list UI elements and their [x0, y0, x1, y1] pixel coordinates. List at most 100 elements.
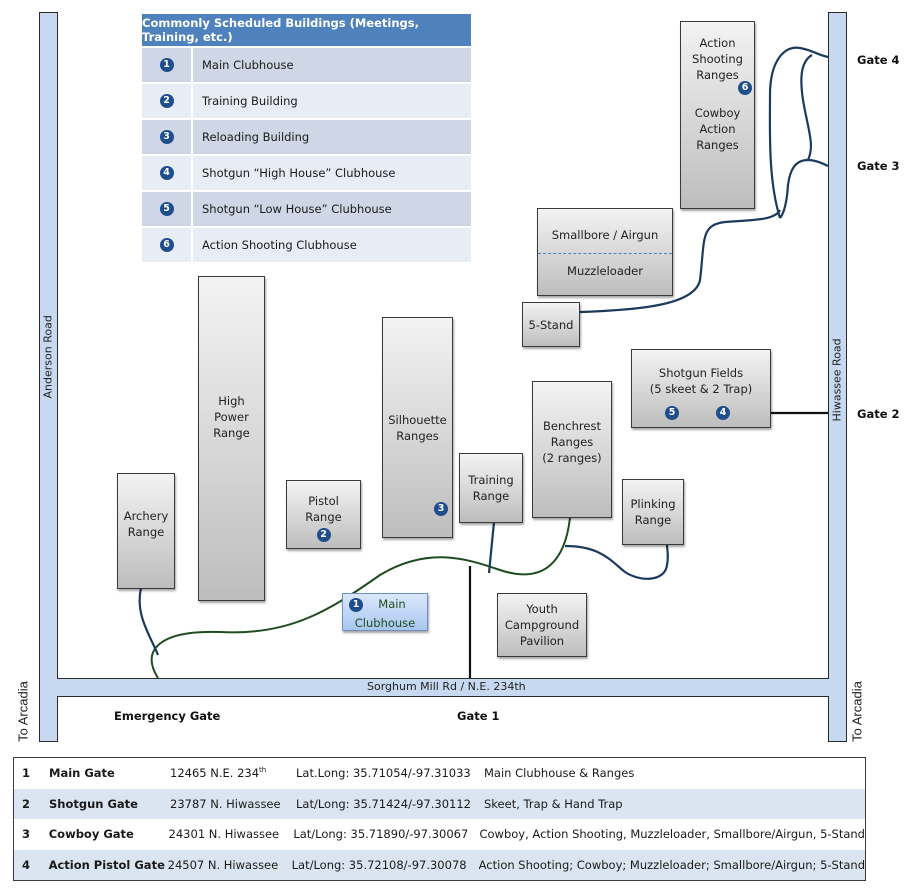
anderson-road: [39, 12, 58, 742]
emergency-gate-label: Emergency Gate: [114, 709, 221, 723]
number-3-icon: 3: [434, 502, 448, 516]
training-range-label: Training Range: [468, 473, 514, 503]
gate4-outer-trail: [768, 46, 829, 219]
gate3-trail: [779, 158, 809, 219]
plinking-range-label: Plinking Range: [630, 497, 676, 527]
number-1-icon: 1: [159, 58, 174, 72]
gate-coords: Lat/Long: 35.72108/-97.30078: [291, 857, 467, 872]
muzzleloader-label: Muzzleloader: [567, 264, 643, 278]
plinking-range[interactable]: Plinking Range: [622, 479, 684, 545]
gate-number: 3: [22, 827, 31, 842]
legend-item: 6 Action Shooting Clubhouse: [142, 228, 471, 262]
hiwassee-road-label: Hiwassee Road: [830, 338, 844, 422]
number-1-icon: 1: [349, 598, 363, 612]
archery-range-label: Archery Range: [123, 509, 169, 539]
main-clubhouse[interactable]: 1 Main Clubhouse: [342, 593, 428, 631]
number-4-icon: 4: [716, 406, 730, 420]
number-5-icon: 5: [159, 202, 174, 216]
gate-serves: Main Clubhouse & Ranges: [484, 766, 635, 781]
legend-item: 3 Reloading Building: [142, 120, 471, 154]
gate-address: 24301 N. Hiwassee: [168, 827, 280, 842]
gate-name: Shotgun Gate: [49, 796, 138, 811]
table-row: 1 Main Gate 12465 N.E. 234th Lat.Long: 3…: [14, 758, 865, 789]
five-stand-trail: [579, 209, 781, 314]
youth-campground-pavilion[interactable]: Youth Campground Pavilion: [497, 593, 587, 657]
anderson-road-label: Anderson Road: [41, 315, 55, 399]
gate-address: 12465 N.E. 234th: [170, 766, 267, 781]
five-stand-range[interactable]: 5-Stand: [522, 302, 580, 347]
high-power-label: High Power Range: [213, 394, 250, 440]
gate-serves: Action Shooting; Cowboy; Muzzleloader; S…: [478, 857, 865, 872]
buildings-legend: Commonly Scheduled Buildings (Meetings, …: [142, 14, 471, 262]
sorghum-mill-road: [57, 678, 829, 697]
gate-coords: Lat.Long: 35.71054/-97.31033: [296, 766, 471, 781]
shotgun-fields-label: Shotgun Fields (5 skeet & 2 Trap): [649, 366, 753, 396]
action-shooting-cowboy-ranges[interactable]: Action Shooting Ranges 6 Cowboy Action R…: [680, 21, 755, 209]
gate-serves: Skeet, Trap & Hand Trap: [484, 796, 623, 811]
main-loop-trail: [150, 517, 571, 679]
gate-4-label: Gate 4: [857, 53, 900, 67]
high-power-range[interactable]: High Power Range: [198, 276, 265, 601]
smallbore-muzzleloader-ranges[interactable]: Smallbore / Airgun Muzzleloader: [537, 208, 673, 296]
gate-address: 24507 N. Hiwassee: [167, 857, 279, 872]
archery-trail: [138, 587, 160, 656]
gate-name: Action Pistol Gate: [48, 857, 165, 872]
gate3-gate4-trail: [800, 54, 829, 167]
hiwassee-road: [828, 12, 847, 742]
shotgun-fields[interactable]: Shotgun Fields (5 skeet & 2 Trap) 5 4: [631, 349, 771, 428]
smallbore-label: Smallbore / Airgun: [551, 228, 659, 242]
sorghum-mill-road-label: Sorghum Mill Rd / N.E. 234th: [367, 680, 526, 693]
table-row: 2 Shotgun Gate 23787 N. Hiwassee Lat/Lon…: [14, 788, 865, 819]
gate-number: 1: [22, 766, 31, 781]
archery-range[interactable]: Archery Range: [117, 473, 175, 589]
gate-serves: Cowboy, Action Shooting, Muzzleloader, S…: [479, 827, 865, 842]
main-clubhouse-label-line2: Clubhouse: [354, 616, 416, 630]
gate-2-label: Gate 2: [857, 407, 900, 421]
five-stand-label: 5-Stand: [528, 317, 574, 332]
legend-item-label: Reloading Building: [193, 120, 471, 154]
legend-item: 1 Main Clubhouse: [142, 48, 471, 82]
range-divider: [538, 253, 672, 254]
main-clubhouse-label-line1: Main: [378, 597, 406, 611]
gate-info-table: 1 Main Gate 12465 N.E. 234th Lat.Long: 3…: [13, 757, 866, 881]
benchrest-ranges[interactable]: Benchrest Ranges (2 ranges): [532, 381, 612, 518]
pistol-range[interactable]: Pistol Range 2: [286, 480, 361, 549]
silhouette-label: Silhouette Ranges: [388, 413, 447, 443]
to-arcadia-right: To Arcadia: [849, 681, 865, 742]
gate-3-label: Gate 3: [857, 159, 900, 173]
pistol-range-label: Pistol Range: [305, 494, 342, 524]
legend-item: 4 Shotgun “High House” Clubhouse: [142, 156, 471, 190]
plinking-trail: [564, 544, 669, 580]
silhouette-ranges[interactable]: Silhouette Ranges 3: [382, 317, 453, 538]
table-row: 4 Action Pistol Gate 24507 N. Hiwassee L…: [14, 849, 865, 880]
gate-name: Cowboy Gate: [48, 827, 134, 842]
benchrest-label: Benchrest Ranges (2 ranges): [542, 419, 602, 465]
number-4-icon: 4: [159, 166, 174, 180]
number-5-icon: 5: [665, 406, 679, 420]
number-3-icon: 3: [159, 130, 174, 144]
cowboy-action-label: Cowboy Action Ranges: [694, 106, 741, 152]
legend-item-label: Main Clubhouse: [193, 48, 471, 82]
to-arcadia-left: To Arcadia: [15, 681, 31, 742]
gate-coords: Lat/Long: 35.71890/-97.30067: [293, 827, 469, 842]
training-trail: [487, 521, 496, 574]
legend-item: 5 Shotgun “Low House” Clubhouse: [142, 192, 471, 226]
legend-item: 2 Training Building: [142, 84, 471, 118]
legend-item-label: Action Shooting Clubhouse: [193, 228, 471, 262]
table-row: 3 Cowboy Gate 24301 N. Hiwassee Lat/Long…: [14, 819, 865, 850]
legend-title: Commonly Scheduled Buildings (Meetings, …: [142, 14, 471, 46]
youth-pavilion-label: Youth Campground Pavilion: [504, 602, 580, 648]
number-2-icon: 2: [159, 94, 174, 108]
gate-coords: Lat/Long: 35.71424/-97.30112: [296, 796, 471, 811]
legend-item-label: Shotgun “High House” Clubhouse: [193, 156, 471, 190]
gate-name: Main Gate: [49, 766, 115, 781]
gate-address: 23787 N. Hiwassee: [170, 796, 281, 811]
training-range[interactable]: Training Range: [459, 453, 523, 523]
legend-item-label: Shotgun “Low House” Clubhouse: [193, 192, 471, 226]
gate-number: 4: [22, 857, 31, 872]
number-6-icon: 6: [159, 238, 174, 252]
number-2-icon: 2: [316, 528, 331, 542]
number-6-icon: 6: [738, 81, 752, 95]
gate-number: 2: [22, 796, 31, 811]
action-shooting-label: Action Shooting Ranges: [692, 36, 743, 82]
